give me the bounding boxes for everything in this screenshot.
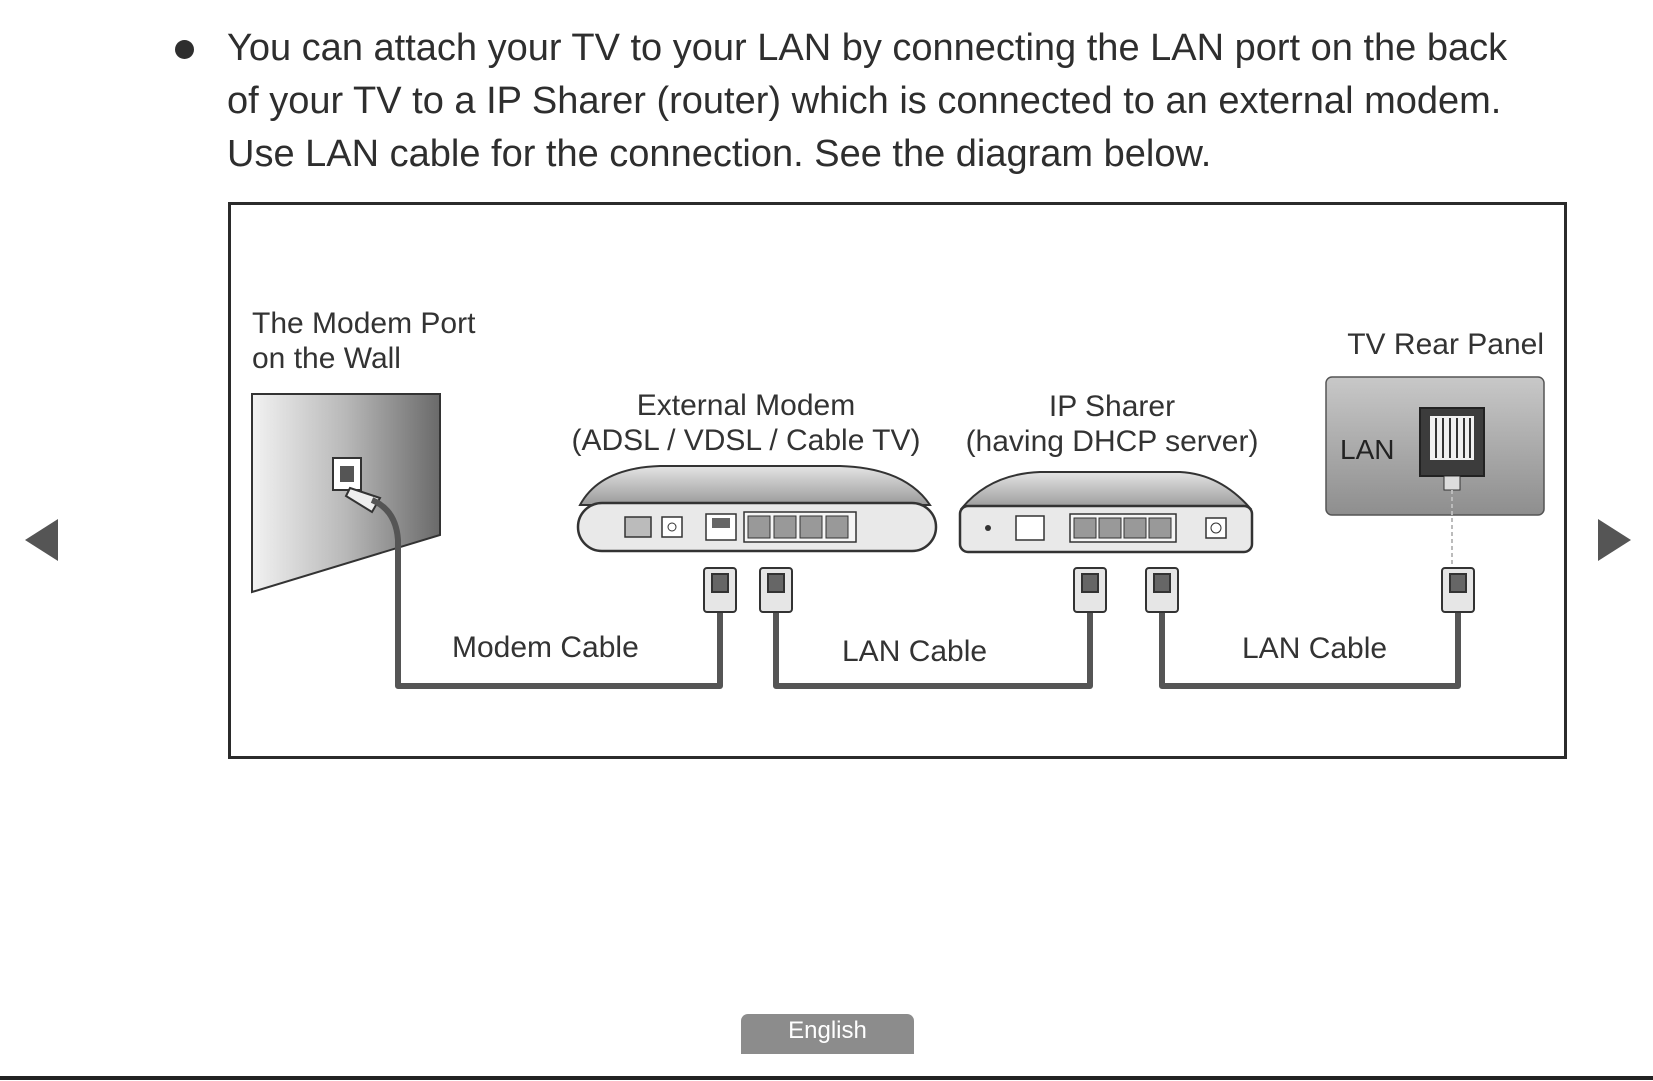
- wall-port-label-line-1: The Modem Port: [252, 307, 476, 340]
- intro-line-3: Use LAN cable for the connection. See th…: [227, 133, 1212, 175]
- plug-modem-a: [703, 567, 737, 613]
- sharer-label: IP Sharer (having DHCP server): [956, 389, 1268, 459]
- wall-port-label-line-2: on the Wall: [252, 342, 401, 375]
- triangle-left-icon[interactable]: [25, 519, 58, 561]
- ip-sharer-device: [958, 471, 1254, 554]
- lan-cable-label-1: LAN Cable: [842, 635, 988, 668]
- modem-label: External Modem (ADSL / VDSL / Cable TV): [562, 388, 930, 458]
- plug-sharer-a: [1073, 567, 1107, 613]
- modem-label-line-2: (ADSL / VDSL / Cable TV): [571, 424, 921, 457]
- bullet-dot-icon: [175, 40, 194, 59]
- wall-port-label: The Modem Port on the Wall: [252, 306, 475, 376]
- tv-lan-port-label: LAN: [1340, 434, 1395, 465]
- lan-cable-line-1: [773, 612, 1093, 689]
- plug-tv: [1441, 567, 1475, 613]
- modem-cable-label: Modem Cable: [452, 631, 639, 664]
- tv-panel-title: TV Rear Panel: [1347, 328, 1544, 361]
- external-modem-device: [576, 465, 938, 553]
- rj45-plugs: [703, 567, 1475, 613]
- wall-illustration: [251, 393, 441, 594]
- sharer-label-line-1: IP Sharer: [1048, 390, 1176, 423]
- intro-paragraph: You can attach your TV to your LAN by co…: [227, 22, 1617, 181]
- triangle-right-icon[interactable]: [1598, 519, 1631, 561]
- cables: [370, 497, 1461, 689]
- intro-line-2: of your TV to a IP Sharer (router) which…: [227, 80, 1502, 122]
- connection-diagram-frame: [228, 202, 1567, 759]
- plug-sharer-b: [1145, 567, 1179, 613]
- modem-cable-line: [370, 497, 723, 689]
- intro-line-1: You can attach your TV to your LAN by co…: [227, 27, 1508, 69]
- bottom-divider: [0, 1076, 1653, 1080]
- language-tab[interactable]: English: [741, 1014, 914, 1054]
- modem-label-line-1: External Modem: [636, 389, 856, 422]
- tv-rear-panel: [1325, 376, 1545, 516]
- lan-cable-label-2: LAN Cable: [1242, 632, 1388, 665]
- plug-modem-b: [759, 567, 793, 613]
- lan-cable-line-2: [1159, 612, 1461, 689]
- sharer-label-line-2: (having DHCP server): [965, 425, 1259, 458]
